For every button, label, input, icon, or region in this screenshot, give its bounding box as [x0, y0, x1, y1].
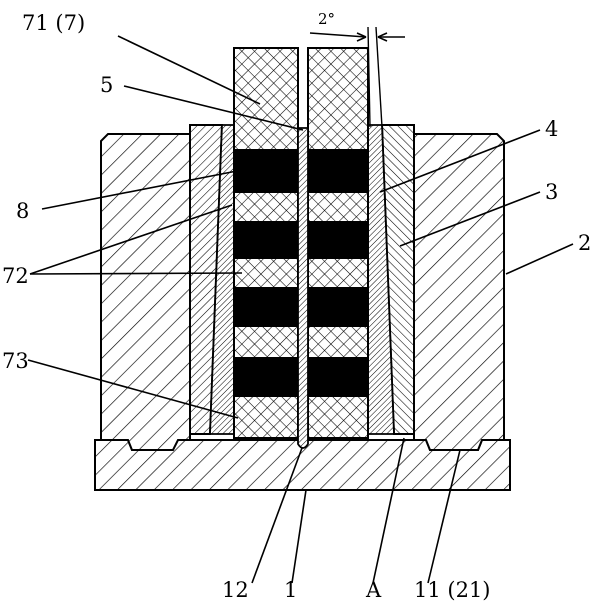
label-8: 8: [16, 199, 29, 223]
label-3: 3: [545, 180, 558, 204]
label-2: 2: [578, 231, 591, 255]
label-72: 72: [2, 264, 29, 288]
label-12: 12: [222, 578, 249, 602]
outer-housing: [100, 133, 505, 451]
layer-stack: [233, 149, 369, 439]
label-A: A: [365, 578, 382, 602]
label-5: 5: [100, 73, 113, 97]
tapered-sleeve: [189, 124, 415, 435]
part-labels: 71 (7) 5 2° 4 3 8 2 72 73 12 1 A 11 (21): [2, 10, 591, 602]
angle-indicator: [309, 26, 405, 128]
leader-lines: [27, 35, 574, 584]
label-71-7: 71 (7): [22, 11, 85, 35]
label-73: 73: [2, 349, 29, 373]
top-blocks: [233, 47, 369, 151]
label-2-degrees: 2°: [318, 10, 335, 28]
tapered-insert: [209, 124, 395, 435]
center-plate: [297, 127, 309, 449]
label-1: 1: [284, 578, 297, 602]
label-4: 4: [545, 117, 558, 141]
label-11-21: 11 (21): [414, 578, 491, 602]
